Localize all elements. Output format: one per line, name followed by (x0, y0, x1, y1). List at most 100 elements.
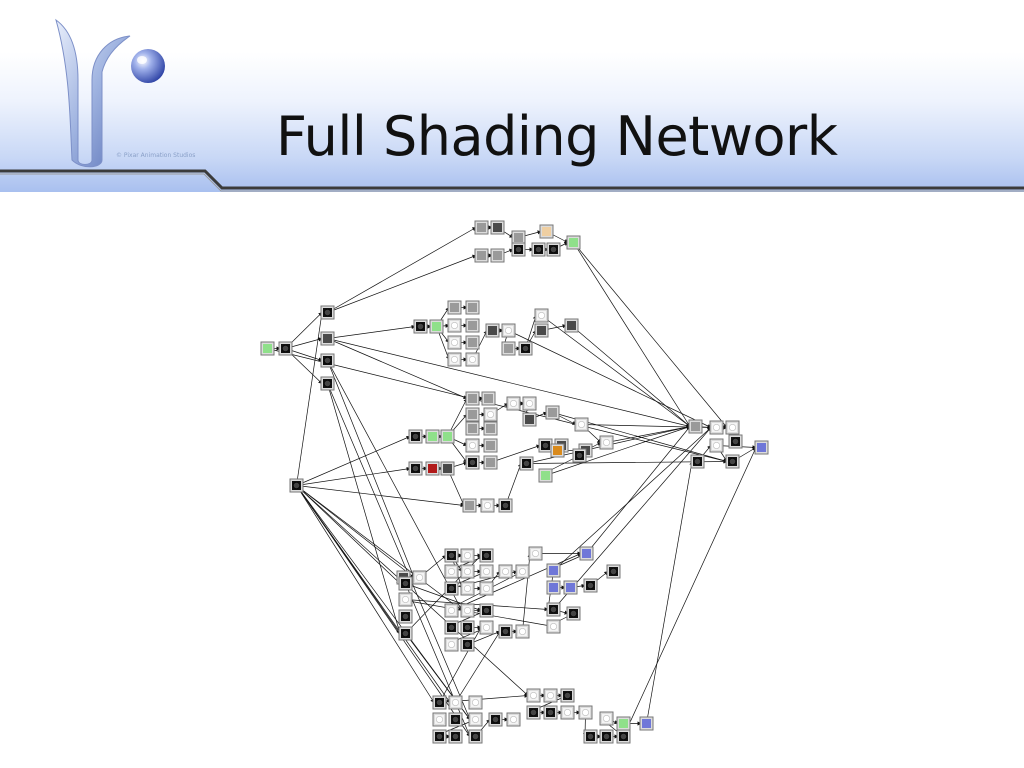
shader-node[interactable] (429, 319, 444, 334)
shader-node[interactable] (498, 498, 513, 513)
shader-node[interactable] (560, 705, 575, 720)
shader-node[interactable] (425, 429, 440, 444)
shader-node[interactable] (538, 438, 553, 453)
shader-node[interactable] (545, 405, 560, 420)
shader-node[interactable] (546, 563, 561, 578)
shader-node[interactable] (566, 235, 581, 250)
shader-node[interactable] (511, 242, 526, 257)
shader-node[interactable] (490, 220, 505, 235)
shader-node[interactable] (498, 624, 513, 639)
shader-node[interactable] (709, 438, 724, 453)
shader-node[interactable] (465, 391, 480, 406)
shader-node[interactable] (320, 305, 335, 320)
shader-node[interactable] (543, 705, 558, 720)
shader-node[interactable] (479, 548, 494, 563)
shader-node[interactable] (483, 421, 498, 436)
shader-node[interactable] (546, 242, 561, 257)
shader-node[interactable] (528, 546, 543, 561)
shader-node[interactable] (725, 454, 740, 469)
shader-node[interactable] (518, 341, 533, 356)
shader-node[interactable] (564, 318, 579, 333)
shader-node[interactable] (501, 323, 516, 338)
shader-node[interactable] (447, 300, 462, 315)
shader-node[interactable] (398, 609, 413, 624)
shader-node[interactable] (447, 352, 462, 367)
shader-node[interactable] (616, 716, 631, 731)
shader-node[interactable] (539, 224, 554, 239)
shader-node[interactable] (320, 353, 335, 368)
shader-node[interactable] (526, 705, 541, 720)
shader-node[interactable] (522, 412, 537, 427)
shader-node[interactable] (444, 581, 459, 596)
shader-node[interactable] (511, 230, 526, 245)
shader-node[interactable] (440, 429, 455, 444)
shader-node[interactable] (534, 323, 549, 338)
shader-node[interactable] (398, 592, 413, 607)
shader-node[interactable] (725, 420, 740, 435)
shader-node[interactable] (583, 729, 598, 744)
shader-node[interactable] (448, 712, 463, 727)
shader-node[interactable] (481, 391, 496, 406)
shader-node[interactable] (506, 712, 521, 727)
shader-node[interactable] (460, 581, 475, 596)
shader-node[interactable] (578, 705, 593, 720)
shader-node[interactable] (460, 637, 475, 652)
shader-node[interactable] (447, 335, 462, 350)
shader-node[interactable] (515, 564, 530, 579)
shader-node[interactable] (398, 576, 413, 591)
shader-node[interactable] (485, 323, 500, 338)
shader-node[interactable] (583, 578, 598, 593)
shader-node[interactable] (460, 564, 475, 579)
shader-node[interactable] (440, 461, 455, 476)
shader-node[interactable] (465, 407, 480, 422)
shader-node[interactable] (616, 729, 631, 744)
shader-node[interactable] (546, 580, 561, 595)
shader-node[interactable] (490, 248, 505, 263)
shader-node[interactable] (278, 341, 293, 356)
shader-node[interactable] (465, 335, 480, 350)
shader-node[interactable] (550, 443, 565, 458)
shader-node[interactable] (543, 688, 558, 703)
shader-node[interactable] (599, 729, 614, 744)
shader-node[interactable] (432, 712, 447, 727)
shader-node[interactable] (728, 434, 743, 449)
shader-node[interactable] (522, 396, 537, 411)
shader-node[interactable] (572, 448, 587, 463)
shader-node[interactable] (560, 688, 575, 703)
shader-node[interactable] (479, 564, 494, 579)
shader-node[interactable] (468, 695, 483, 710)
shader-node[interactable] (483, 407, 498, 422)
shader-node[interactable] (579, 546, 594, 561)
shader-node[interactable] (639, 716, 654, 731)
shader-node[interactable] (474, 248, 489, 263)
shader-node[interactable] (709, 420, 724, 435)
shader-node[interactable] (538, 468, 553, 483)
shader-node[interactable] (483, 438, 498, 453)
shader-node[interactable] (460, 548, 475, 563)
shader-node[interactable] (488, 712, 503, 727)
shader-node[interactable] (483, 455, 498, 470)
shader-node[interactable] (690, 454, 705, 469)
shader-node[interactable] (444, 603, 459, 618)
shader-node[interactable] (534, 308, 549, 323)
shader-node[interactable] (519, 456, 534, 471)
shader-node[interactable] (546, 619, 561, 634)
shader-node[interactable] (320, 376, 335, 391)
shader-node[interactable] (506, 396, 521, 411)
shader-node[interactable] (460, 603, 475, 618)
shader-node[interactable] (479, 620, 494, 635)
shader-node[interactable] (260, 341, 275, 356)
shader-node[interactable] (754, 440, 769, 455)
shader-node[interactable] (563, 580, 578, 595)
shader-node[interactable] (515, 624, 530, 639)
shader-node[interactable] (526, 688, 541, 703)
shader-node[interactable] (408, 429, 423, 444)
shader-node[interactable] (599, 435, 614, 450)
shader-node[interactable] (468, 729, 483, 744)
shader-node[interactable] (448, 729, 463, 744)
shader-node[interactable] (465, 318, 480, 333)
shader-node[interactable] (448, 695, 463, 710)
shader-node[interactable] (574, 417, 589, 432)
shader-node[interactable] (480, 498, 495, 513)
shader-node[interactable] (479, 603, 494, 618)
